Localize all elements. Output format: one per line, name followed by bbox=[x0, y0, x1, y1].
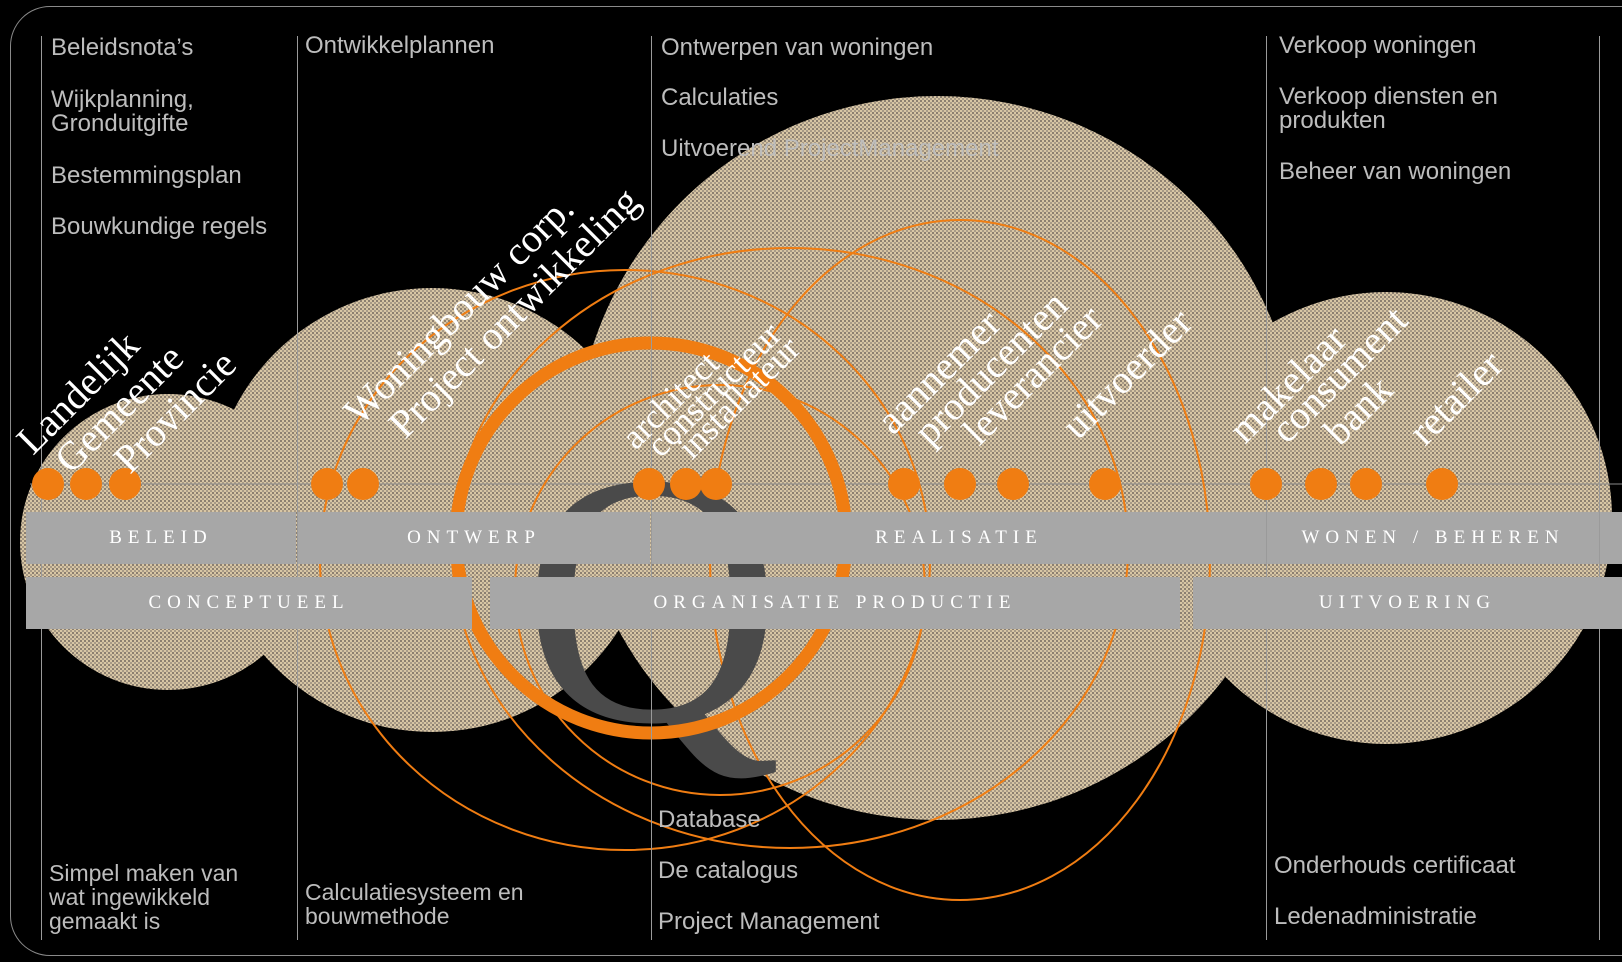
actor-dot bbox=[311, 468, 343, 500]
col4-item: Verkoop woningen bbox=[1279, 32, 1477, 59]
col1-item: Bouwkundige regels bbox=[51, 213, 268, 240]
actor-dot bbox=[109, 468, 141, 500]
col3-item: Ontwerpen van woningen bbox=[661, 34, 934, 61]
stage-band-organisatie-productie: ORGANISATIE PRODUCTIE bbox=[490, 577, 1180, 629]
actor-dot bbox=[70, 468, 102, 500]
col1-item: Wijkplanning, Gronduitgifte bbox=[51, 86, 194, 137]
actor-dot bbox=[700, 468, 732, 500]
col1-item: Beleidsnota’s bbox=[51, 34, 194, 61]
col4-item: Verkoop diensten en produkten bbox=[1279, 83, 1498, 134]
actor-dot bbox=[1250, 468, 1282, 500]
actor-dot bbox=[997, 468, 1029, 500]
col3-item: Calculaties bbox=[661, 84, 779, 111]
actor-dot bbox=[944, 468, 976, 500]
actor-dot bbox=[1426, 468, 1458, 500]
col2-item: Ontwikkelplannen bbox=[305, 32, 495, 59]
col3-bottom-item: Project Management bbox=[658, 908, 880, 935]
col1-item: Bestemmingsplan bbox=[51, 162, 242, 189]
phase-band-beleid: BELEID bbox=[26, 512, 296, 564]
col3-item: Uitvoerend ProjectManagement bbox=[661, 135, 999, 162]
col3-bottom-item: De catalogus bbox=[658, 857, 799, 884]
column-divider bbox=[297, 36, 298, 940]
actor-dot bbox=[888, 468, 920, 500]
actor-dot bbox=[347, 468, 379, 500]
col4-bottom-item: Ledenadministratie bbox=[1274, 903, 1477, 930]
col2-bottom-text: Calculatiesysteem en bouwmethode bbox=[305, 879, 524, 929]
rounded-frame bbox=[10, 6, 1622, 956]
col4-item: Beheer van woningen bbox=[1279, 158, 1512, 185]
column-divider bbox=[1599, 36, 1600, 940]
actor-dot bbox=[1305, 468, 1337, 500]
group-circle-realisatie bbox=[575, 96, 1299, 820]
col4-bottom-item: Onderhouds certificaat bbox=[1274, 852, 1516, 879]
phase-band-end bbox=[1600, 512, 1622, 564]
actor-dot bbox=[670, 468, 702, 500]
stage-band-uitvoering: UITVOERING bbox=[1193, 577, 1622, 629]
phase-band-wonen-beheren: WONEN / BEHEREN bbox=[1267, 512, 1599, 564]
actor-dot bbox=[1089, 468, 1121, 500]
col1-bottom-text: Simpel maken van wat ingewikkeld gemaakt… bbox=[49, 860, 239, 934]
col3-bottom-item: Database bbox=[658, 806, 761, 833]
actor-dot bbox=[1350, 468, 1382, 500]
actor-dot bbox=[32, 468, 64, 500]
actor-dot bbox=[633, 468, 665, 500]
phase-band-realisatie: REALISATIE bbox=[652, 512, 1266, 564]
phase-band-ontwerp: ONTWERP bbox=[298, 512, 650, 564]
stage-band-conceptueel: CONCEPTUEEL bbox=[26, 577, 472, 629]
